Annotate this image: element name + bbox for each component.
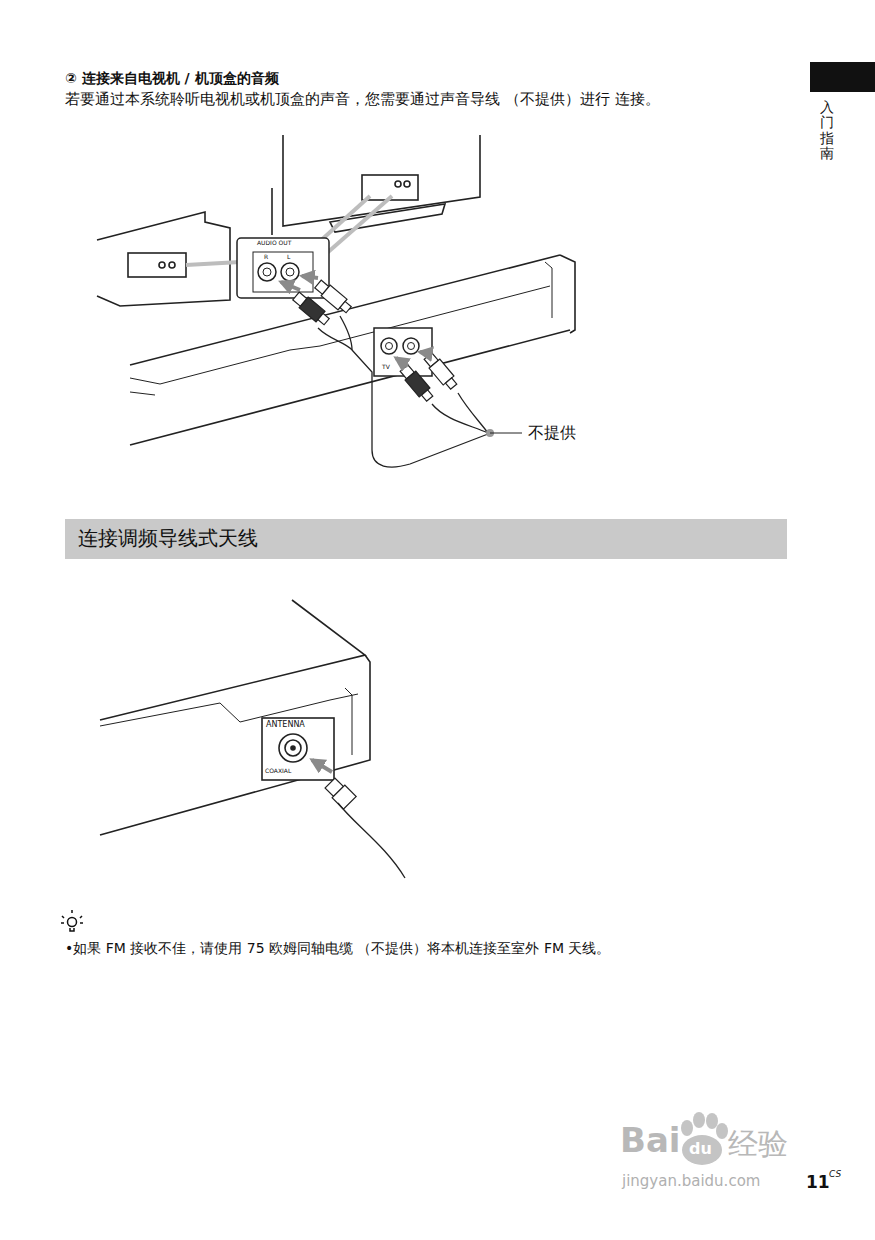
watermark: 经验 [728,1126,788,1162]
section-band-title: 连接调频导线式天线 [65,519,787,557]
section-band: 连接调频导线式天线 [65,519,787,559]
tip-icon [61,910,83,931]
section-heading: ② 连接来自电视机 / 机顶盒的音频 [65,68,279,89]
section-tab [810,62,875,92]
intro-paragraph: 若要通过本系统聆听电视机或机顶盒的声音，您需要通过声音导线 （不提供）进行 连接… [65,88,800,111]
callout-label: 不提供 [528,421,576,445]
watermark: du [689,1139,712,1158]
section-tab-label: 入门指南 [820,100,834,162]
antenna-plug [324,777,405,878]
leader-line [490,433,522,434]
insert-arrow [312,760,332,772]
jack-label: ANTENNA [266,721,305,730]
insert-arrow [281,276,432,366]
audio-out-panel [237,238,329,298]
jack-label: AUDIO OUT [257,240,291,247]
rca-plug [292,279,460,404]
page-suffix: CS [829,1170,841,1180]
jack-label: TV [382,364,390,371]
watermark-paw [681,1112,728,1165]
antenna-illustration [100,600,370,835]
tip-text: •如果 FM 接收不佳，请使用 75 欧姆同轴电缆 （不提供）将本机连接至室外 … [65,938,825,959]
jack-label: R [264,254,268,261]
audio-cable [318,316,488,467]
zoom-leader [186,196,392,265]
jack-label: L [287,254,290,261]
jack-label: COAXIAL [265,768,291,775]
page-number: 11 [806,1170,830,1196]
watermark: jingyan.baidu.com [622,1172,760,1190]
watermark: Bai [620,1120,681,1161]
tv-audio-illustration [97,135,575,445]
